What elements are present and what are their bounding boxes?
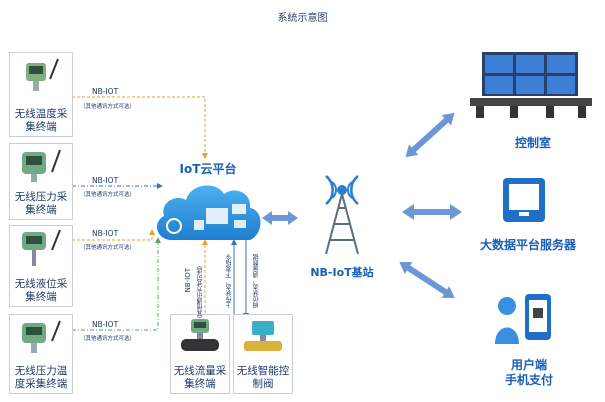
link-line-press-temp [72, 237, 161, 331]
sensor-device-icon [22, 320, 61, 353]
link-note: （其他通讯方式可选） [80, 192, 136, 198]
terminal-label: 无线流量采集终端 [173, 365, 227, 390]
valve-up-label: 上传状态、下发指令 [226, 254, 233, 308]
control-room-label: 控制室 [514, 136, 551, 150]
sensor-device-icon [26, 58, 59, 91]
link-protocol: NB-IOT [184, 268, 192, 293]
sensor-device-icon [22, 149, 61, 182]
double-arrow-station-user [399, 262, 455, 298]
link-line-temp [72, 96, 208, 159]
sensor-device-icon [22, 229, 61, 266]
user-label: 用户端 手机支付 [504, 358, 553, 387]
valve-icon [244, 321, 282, 351]
link-protocol: NB-IOT [92, 229, 119, 238]
link-note: （其他通讯方式可选） [197, 262, 204, 322]
bigdata-label: 大数据平台服务器 [479, 238, 576, 252]
terminal-temp: 无线温度采集终端 [9, 52, 73, 137]
link-line-level [72, 229, 155, 241]
cloud-icon [157, 185, 261, 240]
station-label: NB-IoT基站 [310, 266, 374, 279]
valve-down-label: 阀位状态、调度数据 [253, 254, 260, 308]
double-arrow-cloud-station [262, 211, 298, 225]
control-room-icon [470, 52, 592, 118]
cloud-label: IoT云平台 [179, 162, 237, 176]
tower-icon [325, 175, 359, 255]
diagram-title: 系统示意图 [277, 13, 328, 24]
terminal-label: 无线液位采集终端 [14, 278, 68, 303]
link-note: （其他通讯方式可选） [80, 336, 136, 342]
user-phone-icon [495, 294, 551, 344]
link-protocol: NB-IOT [92, 320, 119, 329]
double-arrow-station-bigdata [402, 204, 462, 220]
server-icon [503, 178, 545, 222]
terminal-label: 无线温度采集终端 [14, 108, 68, 133]
terminal-pressure: 无线压力采集终端 [9, 143, 73, 220]
link-protocol: NB-IOT [92, 87, 119, 96]
terminal-level: 无线液位采集终端 [9, 225, 73, 307]
terminal-valve: 无线智能控制阀 [233, 314, 293, 394]
terminal-label: 无线压力温度采集终端 [14, 365, 68, 390]
double-arrow-station-control [405, 112, 455, 158]
terminal-flow: 无线流量采集终端 [170, 314, 230, 394]
terminal-press-temp: 无线压力温度采集终端 [9, 314, 73, 394]
link-protocol: NB-IOT [92, 176, 119, 185]
link-note: （其他通讯方式可选） [80, 104, 136, 110]
terminal-label: 无线压力采集终端 [14, 191, 68, 216]
terminal-label: 无线智能控制阀 [236, 365, 290, 390]
link-note: （其他通讯方式可选） [80, 245, 136, 251]
flowmeter-icon [181, 319, 219, 351]
